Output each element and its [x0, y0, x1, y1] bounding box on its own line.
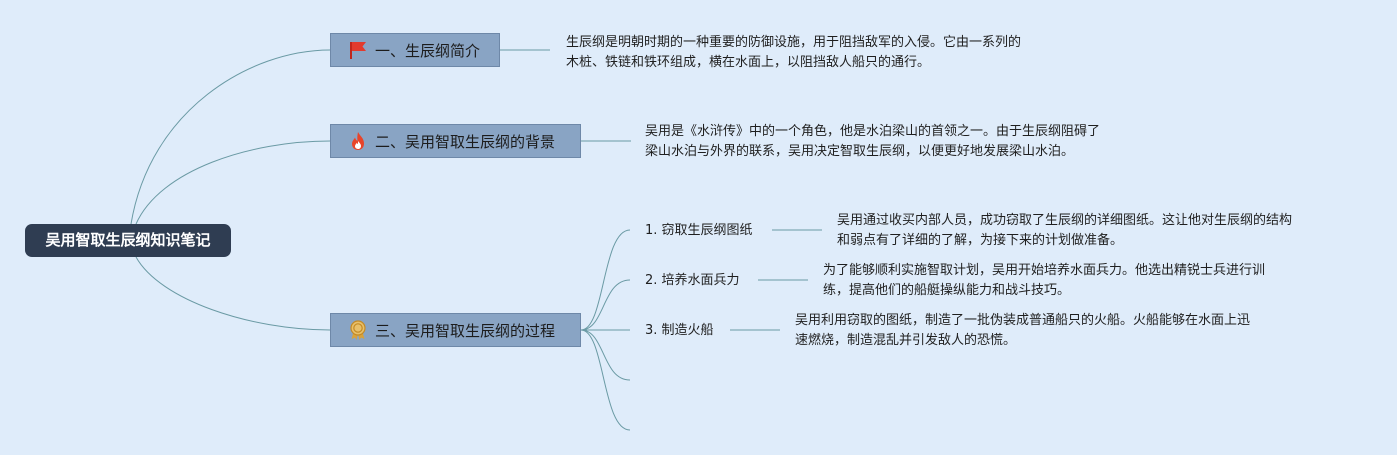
subtopic-fire-ships[interactable]: 3. 制造火船 [645, 323, 714, 338]
note-line: 吴用通过收买内部人员，成功窃取了生辰纲的详细图纸。这让他对生辰纲的结构 [837, 213, 1293, 228]
topic-introduction[interactable]: 一、生辰纲简介 [330, 33, 500, 67]
note-line: 梁山水泊与外界的联系，吴用决定智取生辰纲，以便更好地发展梁山水泊。 [645, 144, 1075, 159]
note-fire-ships: 吴用利用窃取的图纸，制造了一批伪装成普通船只的火船。火船能够在水面上迅 速燃烧，… [795, 311, 1250, 351]
topic-background[interactable]: 二、吴用智取生辰纲的背景 [330, 124, 581, 158]
note-line: 为了能够顺利实施智取计划，吴用开始培养水面兵力。他选出精锐士兵进行训 [823, 263, 1266, 278]
note-line: 生辰纲是明朝时期的一种重要的防御设施，用于阻挡敌军的入侵。它由一系列的 [566, 35, 1022, 50]
topic-label: 一、生辰纲简介 [375, 41, 481, 60]
note-line: 速燃烧，制造混乱并引发敌人的恐慌。 [795, 333, 1017, 348]
note-train-navy: 为了能够顺利实施智取计划，吴用开始培养水面兵力。他选出精锐士兵进行训 练，提高他… [823, 261, 1265, 301]
note-background: 吴用是《水浒传》中的一个角色，他是水泊梁山的首领之一。由于生辰纲阻碍了 梁山水泊… [645, 122, 1100, 162]
note-line: 练，提高他们的船艇操纵能力和战斗技巧。 [823, 283, 1071, 298]
connector-root-topic3 [135, 256, 331, 331]
connector-topic3-sub2 [580, 279, 631, 331]
subtopic-train-navy[interactable]: 2. 培养水面兵力 [645, 273, 740, 288]
subtopic-steal-blueprint[interactable]: 1. 窃取生辰纲图纸 [645, 223, 753, 238]
root-topic[interactable]: 吴用智取生辰纲知识笔记 [25, 224, 231, 257]
connector-topic3-sub1 [580, 229, 631, 331]
red-flag-icon [347, 39, 369, 61]
connector-topic3-branch4 [580, 329, 631, 381]
topic-label: 三、吴用智取生辰纲的过程 [375, 321, 556, 340]
topic-process[interactable]: 三、吴用智取生辰纲的过程 [330, 313, 581, 347]
medal-icon [347, 319, 369, 341]
connector-root-topic2 [135, 140, 331, 225]
note-line: 木桩、铁链和铁环组成，横在水面上，以阻挡敌人船只的通行。 [566, 55, 931, 70]
connector-topic3-branch5 [580, 329, 631, 431]
fire-icon [347, 130, 369, 152]
topic-label: 二、吴用智取生辰纲的背景 [375, 132, 556, 151]
note-introduction: 生辰纲是明朝时期的一种重要的防御设施，用于阻挡敌军的入侵。它由一系列的 木桩、铁… [566, 33, 1021, 73]
note-line: 吴用是《水浒传》中的一个角色，他是水泊梁山的首领之一。由于生辰纲阻碍了 [645, 124, 1101, 139]
note-line: 吴用利用窃取的图纸，制造了一批伪装成普通船只的火船。火船能够在水面上迅 [795, 313, 1251, 328]
connector-root-topic1 [130, 49, 331, 225]
note-steal-blueprint: 吴用通过收买内部人员，成功窃取了生辰纲的详细图纸。这让他对生辰纲的结构 和弱点有… [837, 211, 1292, 251]
note-line: 和弱点有了详细的了解，为接下来的计划做准备。 [837, 233, 1124, 248]
